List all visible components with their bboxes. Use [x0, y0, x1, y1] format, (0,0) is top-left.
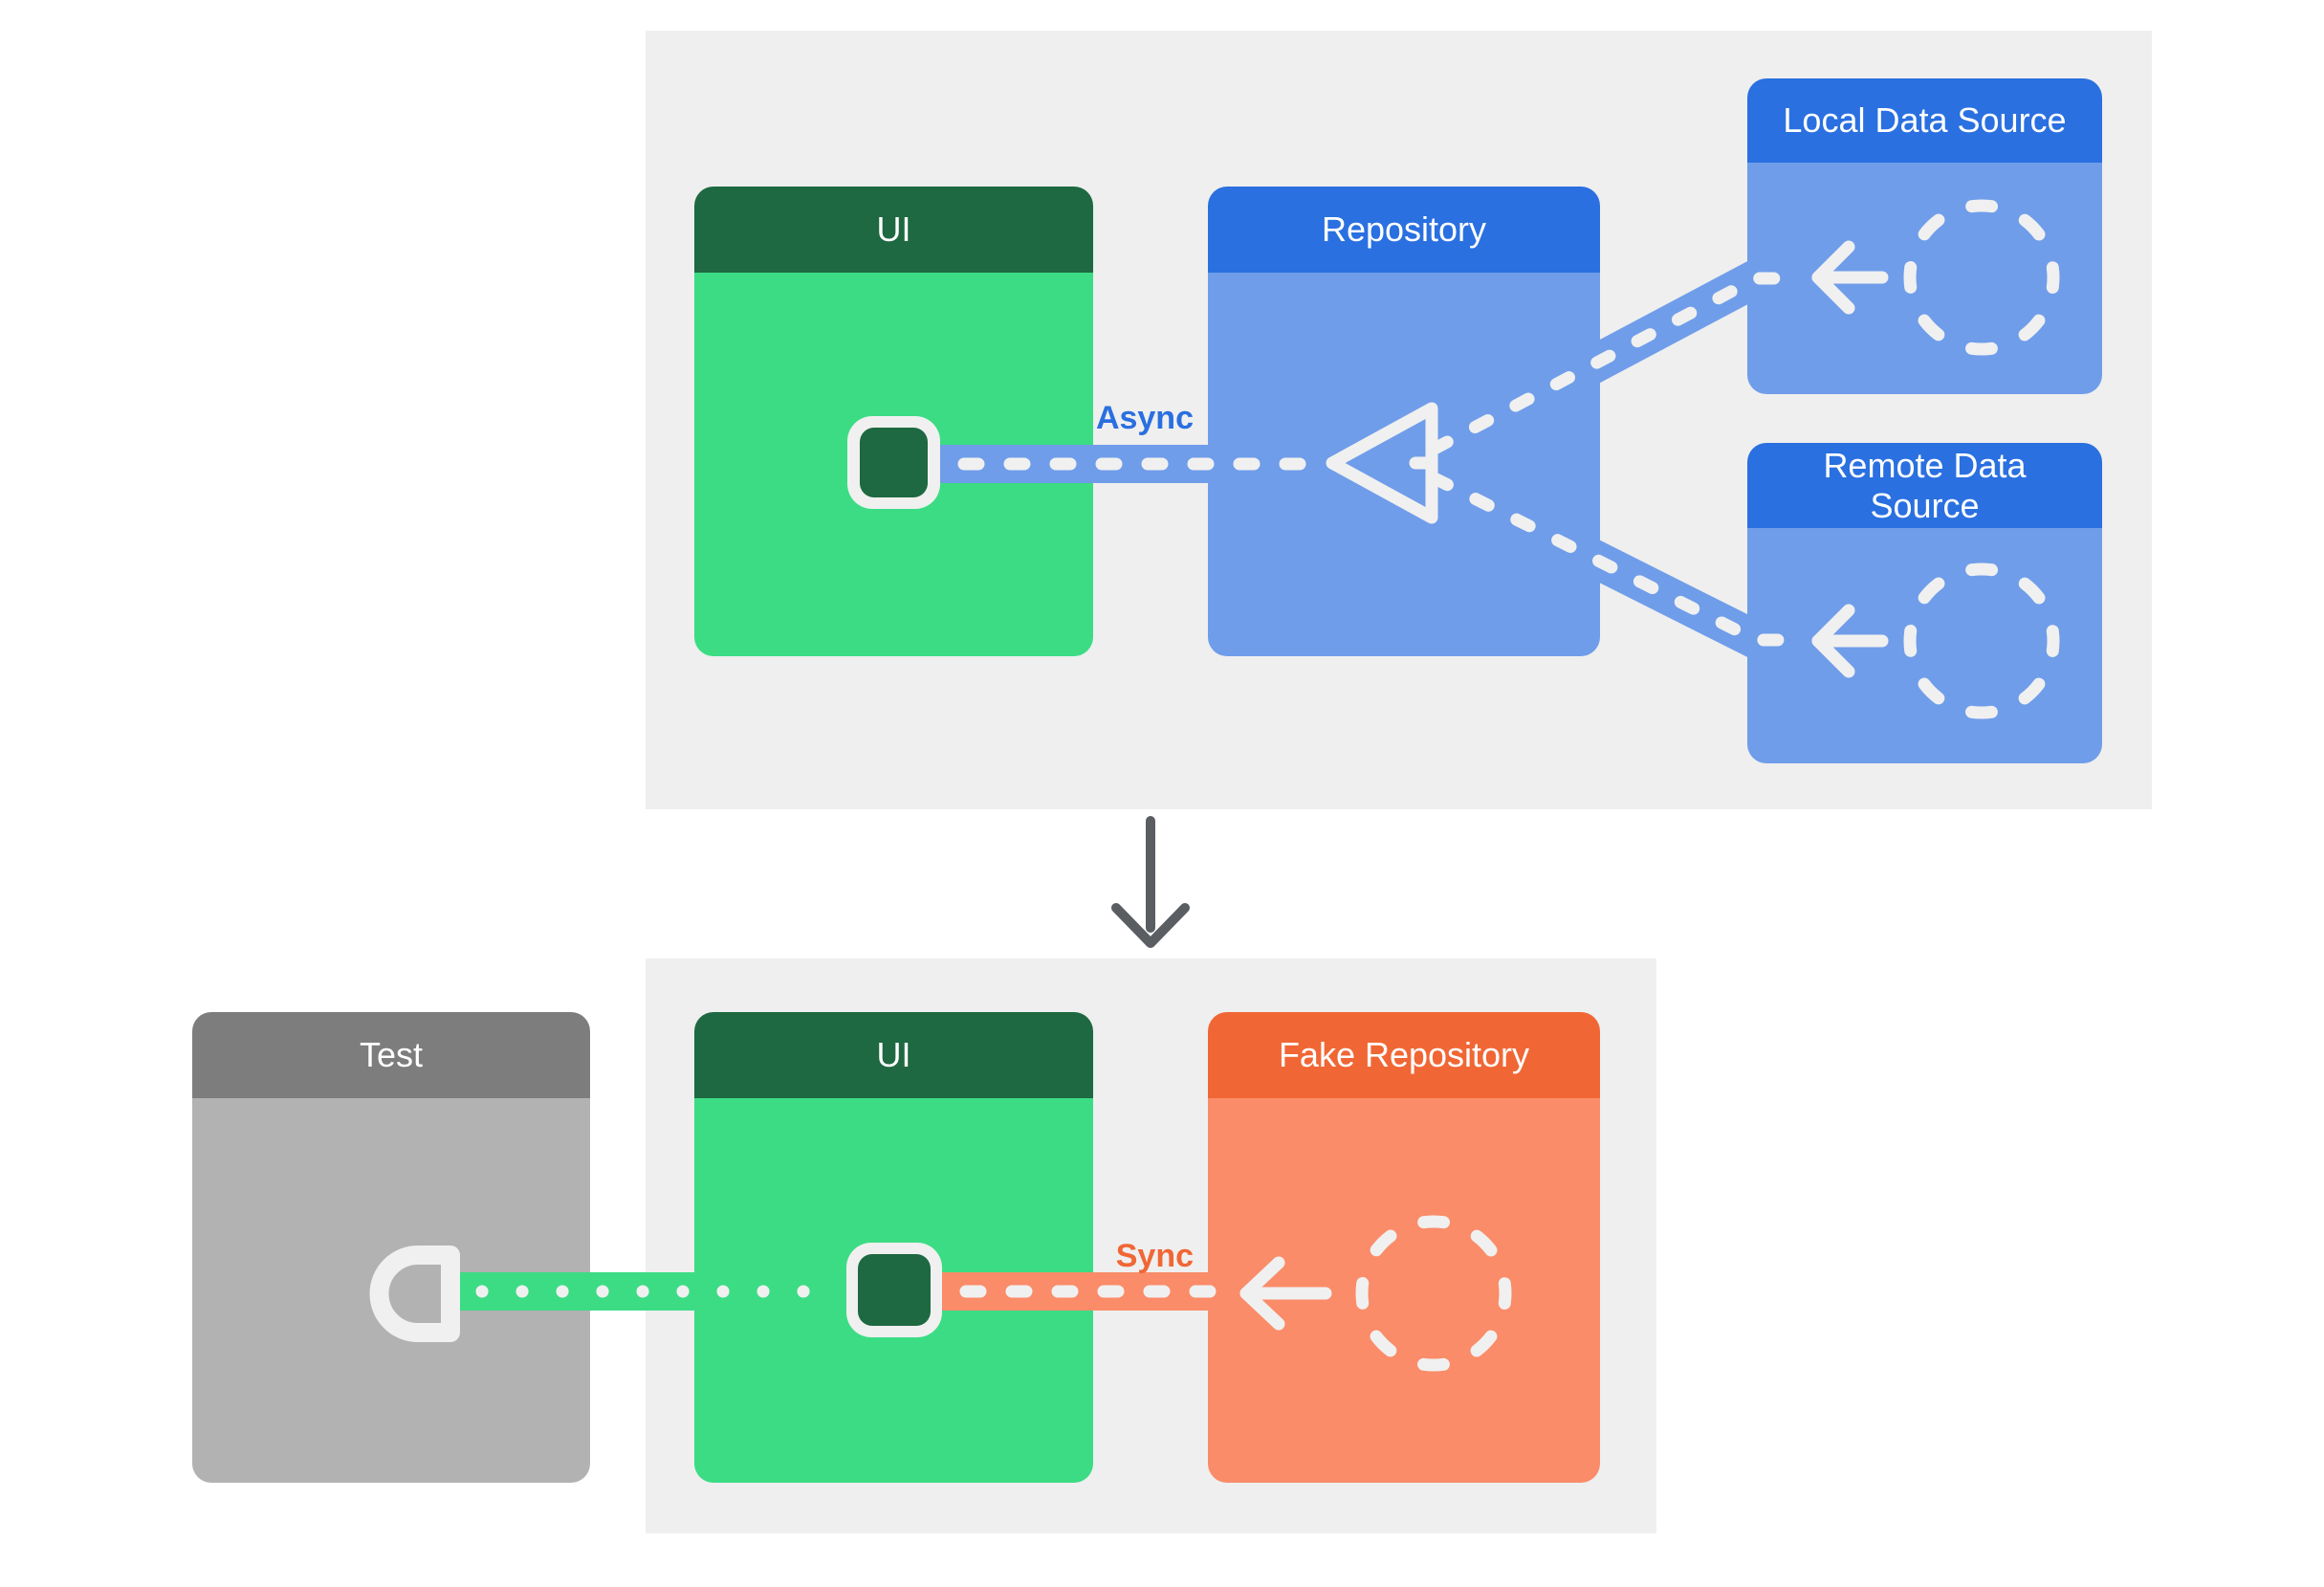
repository-box-label: Repository — [1321, 209, 1487, 249]
fake-repository-header: Fake Repository — [1208, 1012, 1600, 1098]
test-box: Test — [192, 1012, 590, 1483]
test-box-label: Test — [359, 1035, 424, 1074]
ui-box-test-body — [694, 1098, 1093, 1483]
local-data-source-header: Local Data Source — [1747, 78, 2102, 163]
local-data-source-box: Local Data Source — [1747, 78, 2102, 394]
remote-data-source-label: Remote Data Source — [1823, 445, 2027, 525]
sync-label: Sync — [1115, 1238, 1194, 1274]
ui-box-label: UI — [876, 209, 911, 249]
remote-data-source-box: Remote Data Source — [1747, 443, 2102, 763]
down-arrow-icon — [1111, 816, 1190, 948]
test-box-header: Test — [192, 1012, 590, 1098]
repository-box: Repository — [1208, 187, 1600, 656]
fake-repository-box: Fake Repository — [1208, 1012, 1600, 1483]
fake-repository-label: Fake Repository — [1278, 1035, 1530, 1074]
ui-box-test-header: UI — [694, 1012, 1093, 1098]
test-box-body — [192, 1098, 590, 1483]
ui-box-body — [694, 273, 1093, 656]
repository-box-body — [1208, 273, 1600, 656]
local-data-source-body — [1747, 163, 2102, 394]
fake-repository-body — [1208, 1098, 1600, 1483]
async-label: Async — [1095, 400, 1194, 436]
repository-box-header: Repository — [1208, 187, 1600, 273]
local-data-source-label: Local Data Source — [1783, 100, 2067, 140]
remote-data-source-header: Remote Data Source — [1747, 443, 2102, 528]
ui-box-header: UI — [694, 187, 1093, 273]
remote-data-source-body — [1747, 528, 2102, 763]
ui-box-test-label: UI — [876, 1035, 911, 1074]
